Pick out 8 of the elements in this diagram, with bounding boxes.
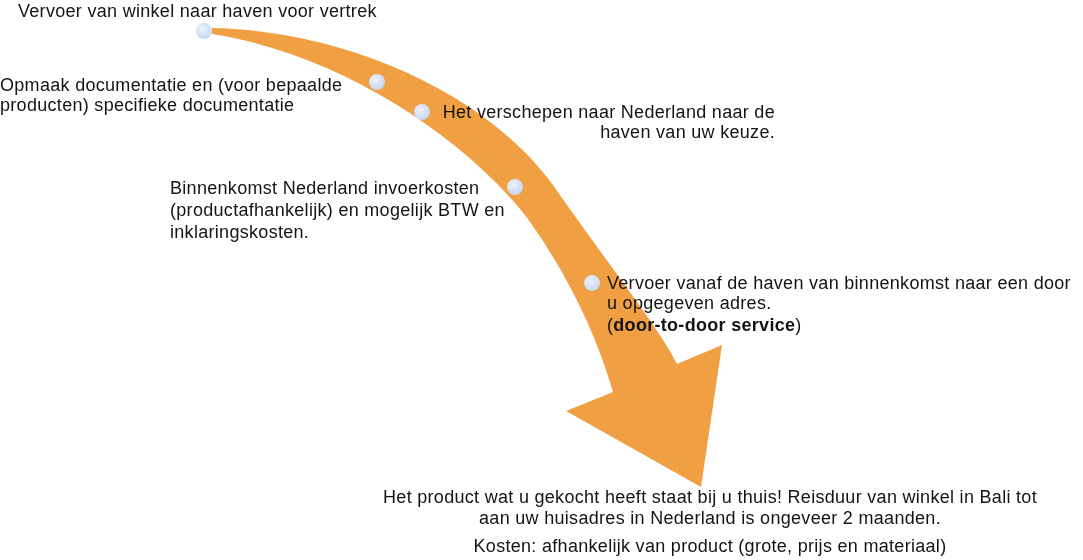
curved-arrow bbox=[212, 28, 722, 487]
step-text: Het verschepen naar Nederland naar de haven van uw keuze. bbox=[441, 102, 775, 142]
destination-text: Het product wat u gekocht heeft staat bij u thuis! Reisduur van winkel in Bali tot aan uw huisadres in Nederland is ongeveer 2 maanden. bbox=[382, 487, 1038, 529]
step-text: Binnenkomst Nederland invoerkosten (productafhankelijk) en mogelijk BTW en inklaringskosten. bbox=[170, 177, 506, 243]
step-text: Opmaak documentatie en (voor bepaalde producten) specifieke documentatie bbox=[0, 75, 344, 115]
cost-note: Kosten: afhankelijk van product (grote, prijs en materiaal) bbox=[472, 536, 948, 557]
waypoint-dot bbox=[196, 23, 212, 39]
step-text: Vervoer van winkel naar haven voor vertrek bbox=[18, 1, 377, 21]
